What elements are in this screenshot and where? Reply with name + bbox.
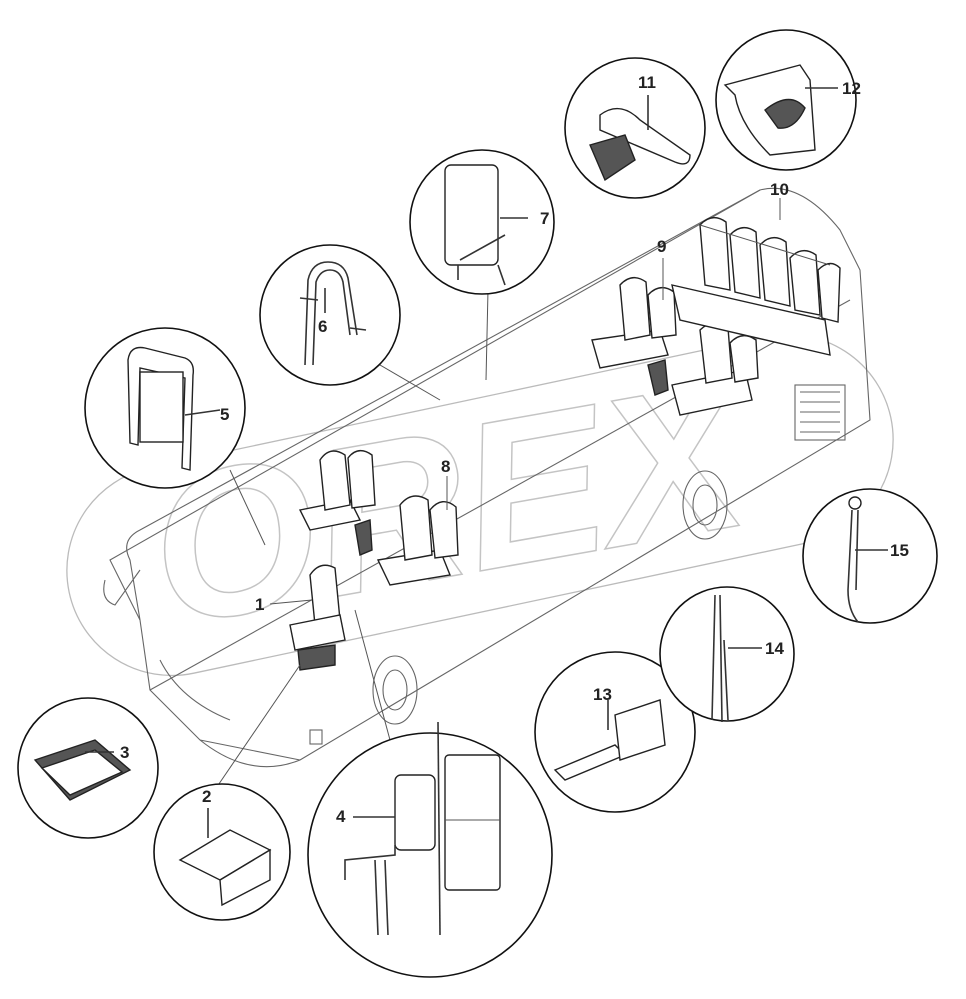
callout-5: 5 — [220, 405, 229, 424]
callout-10: 10 — [770, 180, 789, 199]
callout-8: 8 — [441, 457, 450, 476]
callout-15: 15 — [890, 541, 909, 560]
callout-2: 2 — [202, 787, 211, 806]
part-2-circle — [153, 783, 291, 921]
part-7-circle — [409, 149, 555, 295]
part-12-circle — [715, 29, 857, 171]
callout-9: 9 — [657, 237, 666, 256]
callout-6: 6 — [318, 317, 327, 336]
driver-seat — [289, 564, 346, 671]
seat-row-8-left — [298, 450, 376, 556]
part-4-circle — [307, 721, 553, 978]
part-14-circle — [659, 586, 795, 723]
callout-12: 12 — [842, 79, 861, 98]
bus-body — [103, 187, 871, 768]
callout-1: 1 — [255, 595, 264, 614]
callout-14: 14 — [765, 639, 784, 658]
part-15-circle — [802, 488, 938, 624]
part-5-circle — [84, 327, 246, 489]
callout-4: 4 — [336, 807, 346, 826]
part-3-circle — [17, 697, 159, 839]
part-6-circle — [259, 244, 401, 386]
part-13-circle — [534, 651, 696, 813]
part-11-circle — [564, 57, 706, 199]
callout-3: 3 — [120, 743, 129, 762]
seat-row-9-left — [591, 277, 677, 396]
leader-lines — [207, 198, 831, 801]
seat-row-8-right — [376, 495, 459, 586]
callout-13: 13 — [593, 685, 612, 704]
callout-11: 11 — [638, 73, 656, 92]
callout-labels: 1 2 3 4 5 6 7 8 9 10 11 12 13 14 15 — [120, 73, 909, 826]
callout-7: 7 — [540, 209, 549, 228]
seat-row-10 — [671, 217, 841, 356]
